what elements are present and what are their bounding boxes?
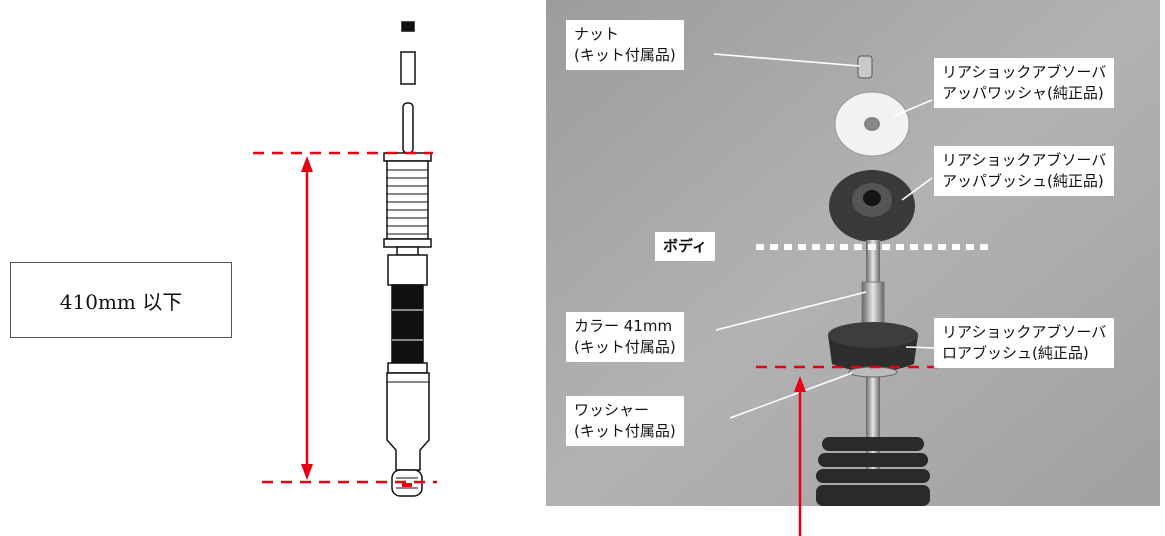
diagram-sleeve	[391, 284, 424, 364]
shock-absorber-diagram	[253, 21, 437, 497]
label-nut: ナット (キット付属品)	[566, 20, 684, 70]
diagram-nut	[401, 21, 415, 32]
label-body: ボディ	[655, 232, 715, 261]
diagram-collar	[400, 51, 416, 85]
label-upper-bush: リアショックアブソーバ アッパブッシュ(純正品)	[934, 146, 1115, 196]
photo-bellows-boot	[816, 437, 930, 506]
dimension-label: 410mm 以下	[10, 262, 232, 338]
label-upper-washer: リアショックアブソーバ アッパワッシャ(純正品)	[934, 58, 1115, 108]
diagram-lower-body	[386, 372, 430, 471]
dimension-arrowhead-down	[301, 464, 313, 480]
diagram-rod	[402, 102, 414, 154]
label-collar: カラー 41mm (キット付属品)	[566, 312, 684, 362]
diagram-upper-body	[387, 254, 428, 286]
photo-collar	[861, 281, 885, 325]
photo-washer	[848, 366, 898, 378]
label-lower-bush: リアショックアブソーバ ロアブッシュ(純正品)	[934, 318, 1115, 368]
label-washer: ワッシャー (キット付属品)	[566, 396, 684, 446]
photo-arrow	[794, 376, 806, 536]
diagram-bellows-boot	[383, 152, 432, 256]
dimension-arrowhead-up	[301, 156, 313, 172]
photo-nut	[857, 55, 873, 79]
